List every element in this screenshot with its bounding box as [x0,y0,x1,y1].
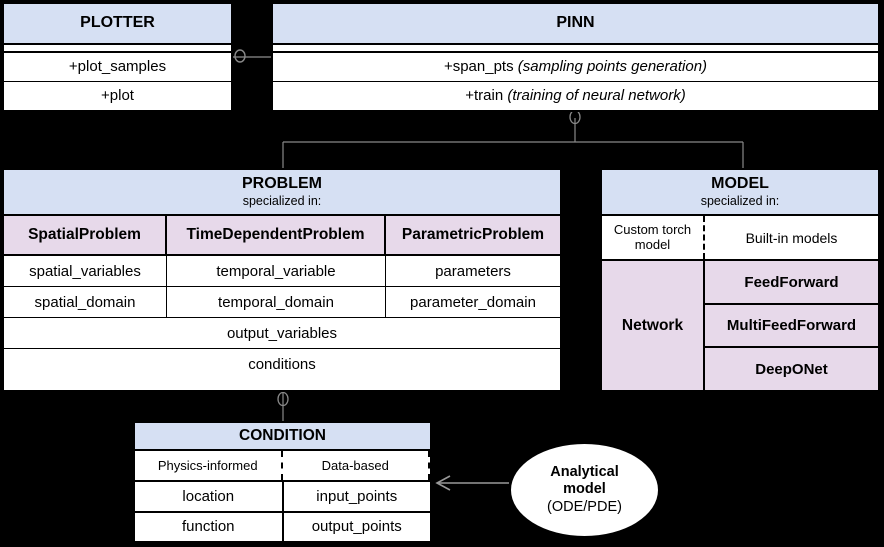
class-box-model[interactable]: MODEL specialized in: Custom torch model… [600,168,880,392]
plotter-method-plot: +plot [4,81,231,111]
plotter-title: PLOTTER [4,4,231,46]
problem-attr-spatial-variables: spatial_variables [4,256,167,287]
problem-attr-output-variables: output_variables [4,318,560,349]
class-box-condition[interactable]: CONDITION Physics-informed Data-based lo… [133,421,432,543]
problem-header: PROBLEM specialized in: [4,170,560,216]
model-right-column-header: Built-in models [705,215,878,260]
problem-specialization-parametric[interactable]: ParametricProblem [386,216,560,256]
pinn-method-1-note: (training of neural network) [507,87,686,105]
plotter-pinn-circle [234,49,246,63]
problem-condition-circle [277,391,289,407]
condition-header-physics-informed: Physics-informed [135,451,283,481]
analytical-model-ellipse[interactable]: Analytical model (ODE/PDE) [509,442,660,538]
class-box-pinn[interactable]: PINN +span_pts (sampling points generati… [271,2,880,112]
model-builtin-feedforward[interactable]: FeedForward [705,261,878,305]
model-builtin-deeponet[interactable]: DeepONet [705,348,878,390]
condition-attr-output-points: output_points [283,512,430,541]
analytical-arrowhead-icon [435,475,451,491]
condition-header-data-based: Data-based [282,451,430,481]
model-header: MODEL specialized in: [602,170,878,216]
condition-attr-function: function [135,512,284,541]
pinn-method-0-note: (sampling points generation) [517,58,708,76]
problem-specialization-spatial[interactable]: SpatialProblem [4,216,167,256]
problem-attr-parameter-domain: parameter_domain [386,287,560,318]
analytical-line-2: model [563,481,606,498]
model-column-headers: Custom torch model Built-in models [602,215,878,262]
plotter-method-1-label: +plot [101,87,134,105]
model-custom-network[interactable]: Network [602,261,705,390]
problem-specialization-timedependent[interactable]: TimeDependentProblem [167,216,386,256]
model-title: MODEL [711,175,769,192]
analytical-line-1: Analytical [550,464,619,481]
problem-title: PROBLEM [242,175,322,192]
class-box-problem[interactable]: PROBLEM specialized in: SpatialProblem T… [2,168,562,392]
pinn-title: PINN [273,4,878,46]
problem-attr-spatial-domain: spatial_domain [4,287,167,318]
model-builtin-list: FeedForward MultiFeedForward DeepONet [705,261,878,390]
problem-attr-temporal-domain: temporal_domain [167,287,386,318]
plotter-empty-compartment [4,45,231,54]
analytical-line-3: (ODE/PDE) [547,498,622,515]
class-box-plotter[interactable]: PLOTTER +plot_samples +plot [2,2,233,112]
pinn-method-span-pts: +span_pts (sampling points generation) [273,53,878,82]
condition-column-headers: Physics-informed Data-based [135,451,430,481]
pinn-method-0-label: +span_pts [443,58,514,76]
problem-attr-temporal-variable: temporal_variable [167,256,386,287]
condition-row-function: function output_points [135,510,430,541]
condition-attr-location: location [135,482,284,511]
problem-specialization-grid: SpatialProblem TimeDependentProblem Para… [4,216,560,318]
model-body: Network FeedForward MultiFeedForward Dee… [602,261,878,390]
model-builtin-multifeedforward[interactable]: MultiFeedForward [705,304,878,349]
condition-title: CONDITION [135,423,430,451]
problem-attr-conditions: conditions [4,349,560,380]
model-subtitle: specialized in: [700,194,780,209]
plotter-method-plot-samples: +plot_samples [4,53,231,82]
problem-subtitle: specialized in: [242,194,322,209]
pinn-method-train: +train (training of neural network) [273,81,878,111]
pinn-method-1-label: +train [465,87,504,105]
pinn-empty-compartment [273,45,878,54]
analytical-model-text: Analytical model (ODE/PDE) [547,464,622,515]
model-left-column-header: Custom torch model [602,215,705,260]
plotter-method-0-label: +plot_samples [68,58,167,76]
condition-row-location: location input_points [135,480,430,511]
condition-attr-input-points: input_points [283,482,430,511]
problem-attr-parameters: parameters [386,256,560,287]
